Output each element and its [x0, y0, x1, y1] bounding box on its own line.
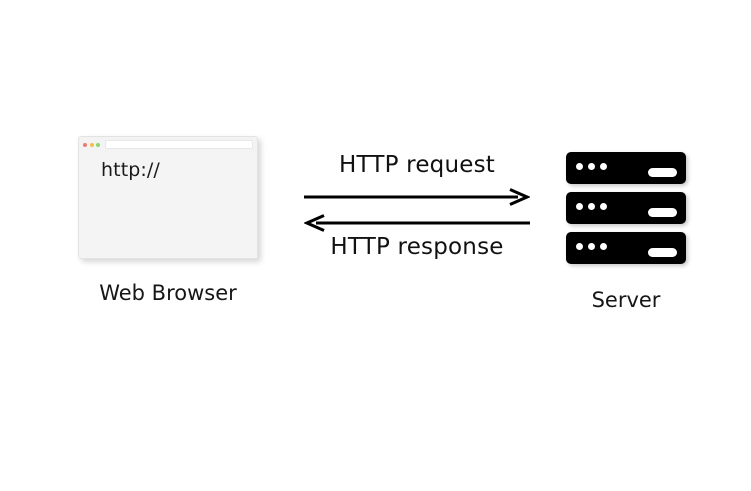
browser-caption: Web Browser — [99, 281, 237, 305]
server-led-icon — [600, 203, 607, 210]
close-dot[interactable] — [83, 142, 87, 147]
server-led-group — [576, 243, 607, 250]
server-unit — [566, 232, 686, 264]
server-icon — [566, 152, 686, 264]
browser-titlebar — [79, 137, 257, 152]
traffic-lights — [83, 142, 100, 147]
browser-viewport: http:// — [79, 152, 257, 258]
server-led-icon — [588, 243, 595, 250]
maximize-dot[interactable] — [96, 142, 100, 147]
server-caption: Server — [591, 288, 661, 312]
browser-window: http:// — [78, 136, 258, 259]
server-bay-icon — [648, 168, 677, 177]
address-bar-input[interactable] — [105, 140, 253, 149]
server-unit — [566, 192, 686, 224]
http-response-label: HTTP response — [330, 234, 504, 260]
flow-group: HTTP request HTTP response — [304, 152, 530, 272]
url-text: http:// — [101, 159, 160, 181]
http-request-label: HTTP request — [339, 152, 495, 178]
server-unit — [566, 152, 686, 184]
server-led-icon — [576, 243, 583, 250]
server-led-icon — [576, 203, 583, 210]
server-bay-icon — [648, 248, 677, 257]
server-led-group — [576, 163, 607, 170]
http-response-arrow — [304, 214, 530, 232]
minimize-dot[interactable] — [89, 142, 94, 147]
server-led-group — [576, 203, 607, 210]
server-led-icon — [588, 203, 595, 210]
server-led-icon — [588, 163, 595, 170]
server-bay-icon — [648, 208, 677, 217]
server-led-icon — [576, 163, 583, 170]
http-request-arrow — [304, 188, 530, 206]
server-led-icon — [600, 163, 607, 170]
server-led-icon — [600, 243, 607, 250]
